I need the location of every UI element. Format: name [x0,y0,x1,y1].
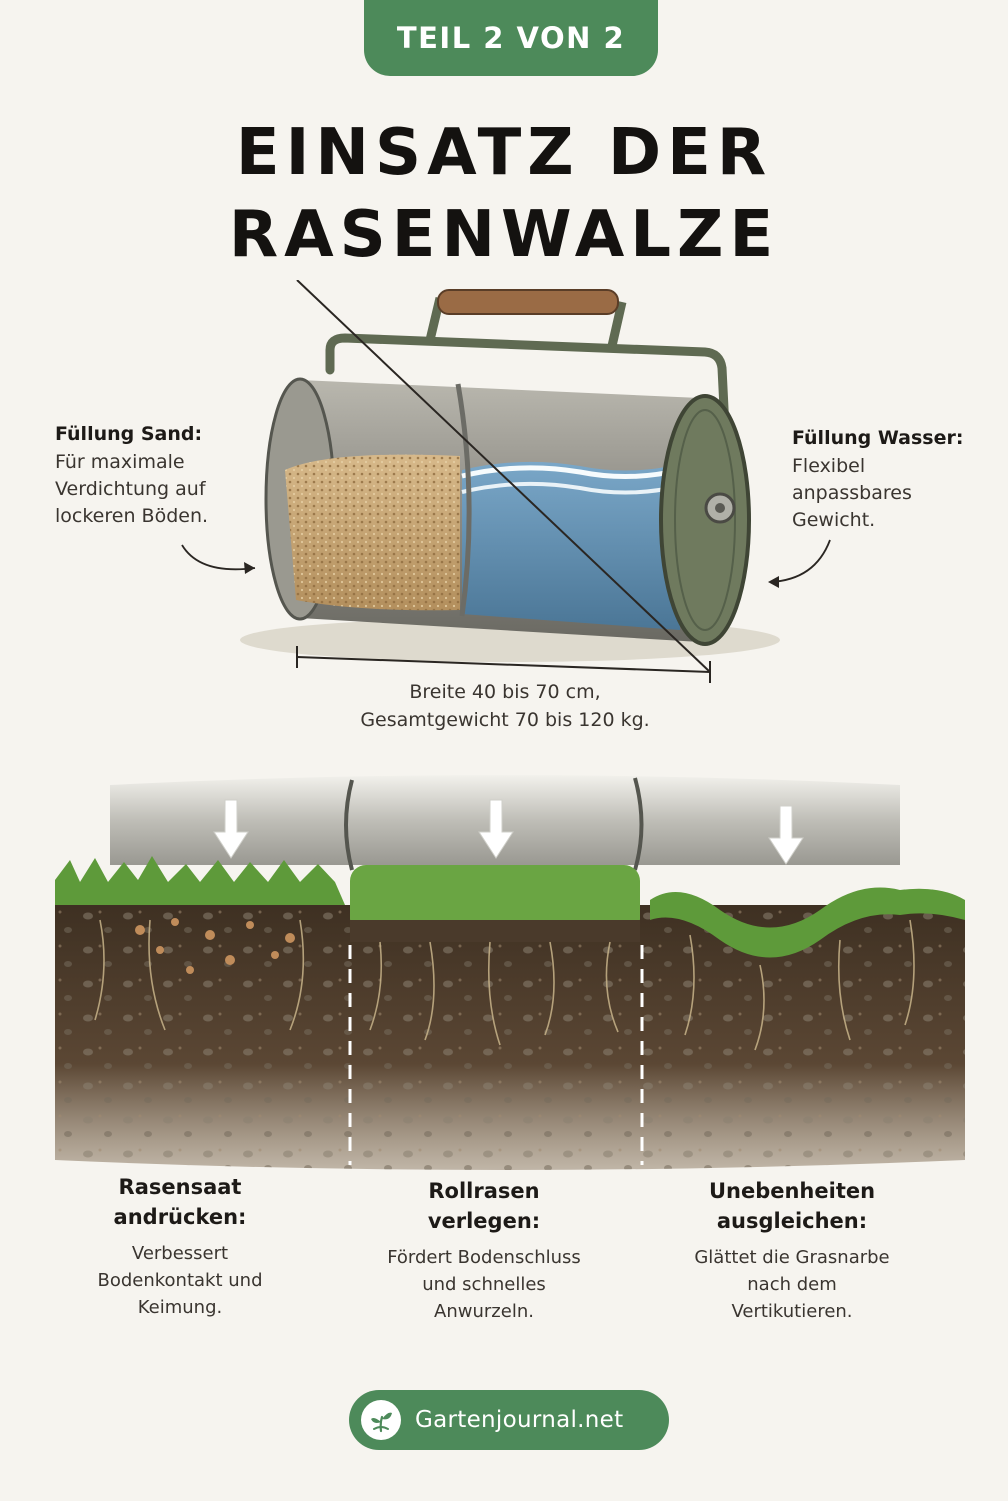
use-text-line: Keimung. [137,1297,223,1318]
use-text-line: und schnelles [422,1274,546,1295]
use-text-line: nach dem [747,1274,837,1295]
sand-fill-heading: Füllung Sand: [55,423,203,445]
dimension-line: Gesamtgewicht 70 bis 120 kg. [360,709,650,731]
roller-illustration [181,280,831,683]
soil-cross-section [55,775,965,1170]
use-heading-line: verlegen: [427,1209,541,1233]
dimension-line: Breite 40 bis 70 cm, [409,681,601,703]
sprout-logo-icon [361,1400,401,1440]
sand-fill-annotation: Füllung Sand: Für maximale Verdichtung a… [55,423,255,530]
use-heading-line: Rollrasen [428,1179,540,1203]
page-title: EINSATZ DER RASENWALZE [0,112,1008,276]
use-text-line: Anwurzeln. [434,1301,534,1322]
down-arrow-icon [213,799,249,859]
use-text: Verbessert Bodenkontakt und Keimung. [50,1240,310,1321]
water-fill-line: anpassbares [792,482,912,504]
use-sod-laying: Rollrasen verlegen: Fördert Bodenschluss… [354,1176,614,1325]
water-fill-line: Gewicht. [792,509,876,531]
part-label: TEIL 2 VON 2 [396,21,626,55]
down-arrow-icon [478,799,514,859]
brand-badge[interactable]: Gartenjournal.net [349,1390,669,1450]
water-fill-line: Flexibel [792,455,866,477]
roller-dimensions: Breite 40 bis 70 cm, Gesamtgewicht 70 bi… [300,678,710,734]
use-text-line: Bodenkontakt und [97,1270,263,1291]
title-line-2: RASENWALZE [228,198,780,272]
use-heading-line: ausgleichen: [716,1209,868,1233]
brand-name: Gartenjournal.net [415,1407,624,1433]
sand-fill-line: lockeren Böden. [55,505,209,527]
sand-fill-line: Für maximale [55,451,185,473]
sand-fill-line: Verdichtung auf [55,478,206,500]
use-heading: Rollrasen verlegen: [354,1176,614,1236]
water-fill-text: Flexibel anpassbares Gewicht. [792,453,992,534]
title-line-1: EINSATZ DER [235,116,773,190]
use-heading: Rasensaat andrücken: [50,1172,310,1232]
use-heading-line: Rasensaat [118,1175,242,1199]
use-text-line: Verbessert [131,1243,229,1264]
use-leveling: Unebenheiten ausgleichen: Glättet die Gr… [662,1176,922,1325]
water-fill-heading: Füllung Wasser: [792,427,964,449]
use-text-line: Fördert Bodenschluss [387,1247,581,1268]
use-text: Glättet die Grasnarbe nach dem Vertikuti… [662,1244,922,1325]
use-text: Fördert Bodenschluss und schnelles Anwur… [354,1244,614,1325]
part-badge: TEIL 2 VON 2 [364,0,658,76]
use-seed-pressing: Rasensaat andrücken: Verbessert Bodenkon… [50,1172,310,1321]
use-text-line: Glättet die Grasnarbe [694,1247,890,1268]
use-heading-line: Unebenheiten [708,1179,876,1203]
use-text-line: Vertikutieren. [731,1301,853,1322]
use-heading: Unebenheiten ausgleichen: [662,1176,922,1236]
water-fill-annotation: Füllung Wasser: Flexibel anpassbares Gew… [792,427,992,534]
use-heading-line: andrücken: [113,1205,247,1229]
down-arrow-icon [768,805,804,865]
sand-fill-text: Für maximale Verdichtung auf lockeren Bö… [55,449,255,530]
